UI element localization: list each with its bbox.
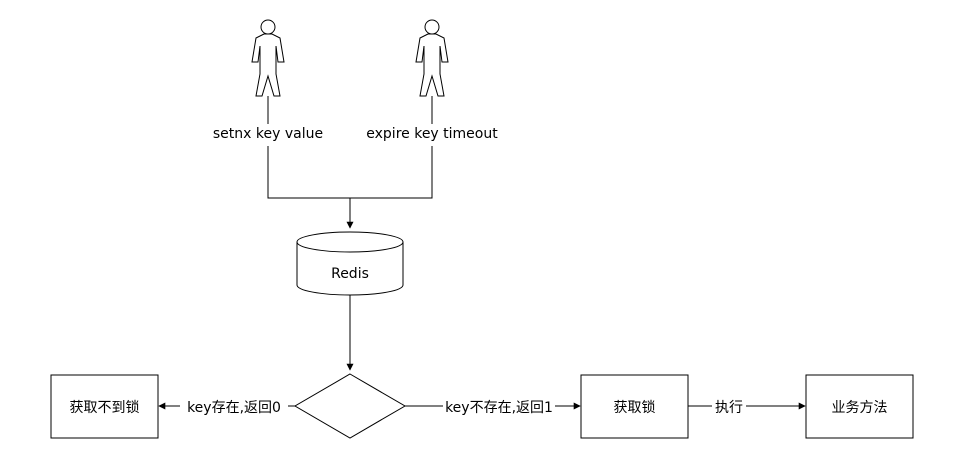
actor-expire-label: expire key timeout: [366, 126, 498, 142]
edge-label-key-not-exists: key不存在,返回1: [445, 400, 553, 416]
box-lock-acquired: [580, 374, 689, 439]
person-icon: [415, 19, 449, 97]
actor-setnx: setnx key value: [213, 19, 323, 142]
edge-label-bg-left: [180, 398, 288, 416]
box-lock-failed-label: 获取不到锁: [70, 400, 140, 416]
box-business-method-label: 业务方法: [832, 400, 888, 416]
edge-label-bg-execute: [712, 398, 746, 416]
actor-setnx-label: setnx key value: [213, 126, 323, 142]
person-icon: [251, 19, 285, 97]
box-lock-acquired-label: 获取锁: [614, 400, 656, 416]
merge-connector: [267, 146, 433, 199]
decision-diamond: [294, 373, 406, 439]
actor-expire: expire key timeout: [366, 19, 498, 142]
redis-label: Redis: [331, 266, 369, 282]
redis-node: Redis: [296, 231, 404, 296]
edge-label-bg-right: [443, 398, 555, 416]
box-lock-failed: [50, 374, 159, 439]
box-business-method: [805, 374, 914, 439]
edge-label-execute: 执行: [715, 400, 743, 416]
edge-label-key-exists: key存在,返回0: [187, 400, 281, 416]
